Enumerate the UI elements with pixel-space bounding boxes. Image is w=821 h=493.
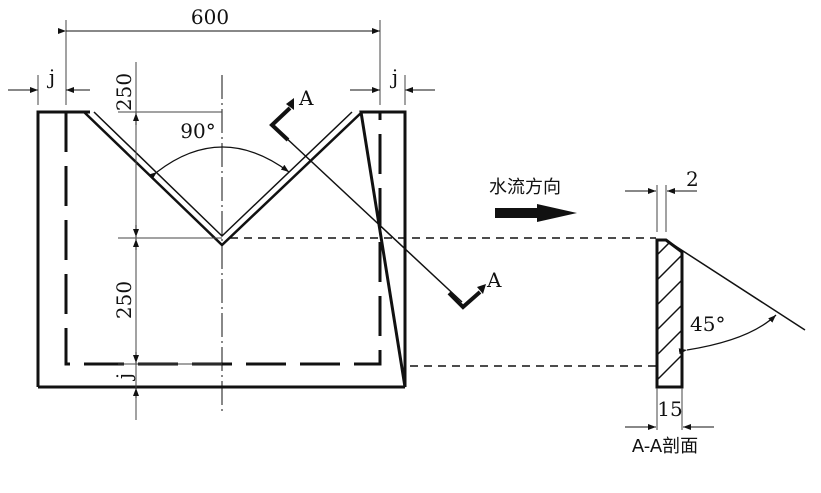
j-bottom-label: j [112, 373, 136, 381]
section-line-a-a [269, 106, 482, 310]
thickness-dimension [625, 388, 714, 430]
angle-45-label: 45° [690, 312, 725, 336]
section-mark-bottom: A [486, 268, 502, 292]
angle-arc-90 [148, 146, 290, 180]
edge-dimension [625, 185, 697, 232]
section-arrowhead-bottom [477, 284, 486, 294]
section-mark-top: A [298, 86, 314, 110]
width-dimension [8, 20, 435, 105]
section-arrowhead-top [286, 98, 294, 110]
depth-upper-label: 250 [112, 73, 136, 111]
flow-direction-label: 水流方向 [489, 177, 561, 198]
projection-lines [230, 237, 656, 367]
inner-dashed-boundary [64, 112, 382, 366]
width-label: 600 [191, 5, 229, 29]
j-right-label: j [390, 65, 398, 89]
depth-dimension [118, 62, 222, 420]
v-notch [83, 111, 363, 247]
angle-arc-45 [678, 314, 777, 355]
j-left-label: j [47, 65, 55, 89]
section-title: A-A剖面 [632, 436, 698, 457]
section-profile [655, 238, 806, 389]
depth-lower-label: 250 [112, 281, 136, 319]
flow-arrow-icon [495, 204, 577, 222]
thickness-label: 15 [657, 397, 682, 421]
angle-90-label: 90° [180, 119, 215, 143]
edge-label: 2 [686, 167, 699, 191]
